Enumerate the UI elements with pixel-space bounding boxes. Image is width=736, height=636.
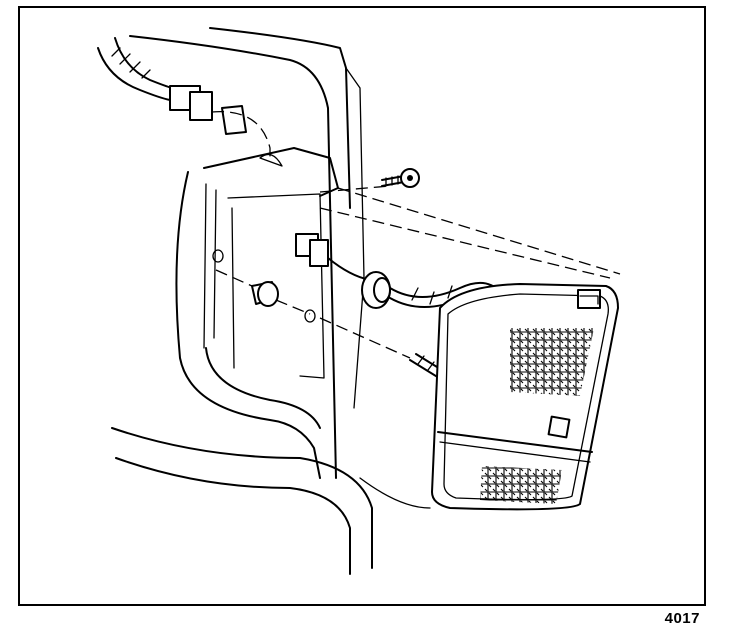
lower-lens-grid <box>480 466 562 504</box>
vehicle-body-panel <box>111 27 431 575</box>
diagram-frame <box>18 6 706 606</box>
tail-lens-grid <box>510 328 594 396</box>
connector-clip <box>221 105 247 135</box>
lamp-mount-clip <box>547 415 571 439</box>
mounting-bolt <box>319 168 420 193</box>
push-pin-fastener <box>215 269 311 315</box>
upper-wiring-harness <box>97 37 271 162</box>
tail-lamp-assembly <box>431 283 619 511</box>
upper-mount-tab <box>577 289 601 309</box>
tail-lamp-diagram <box>97 27 621 575</box>
figure-number: 4017 <box>664 610 700 627</box>
